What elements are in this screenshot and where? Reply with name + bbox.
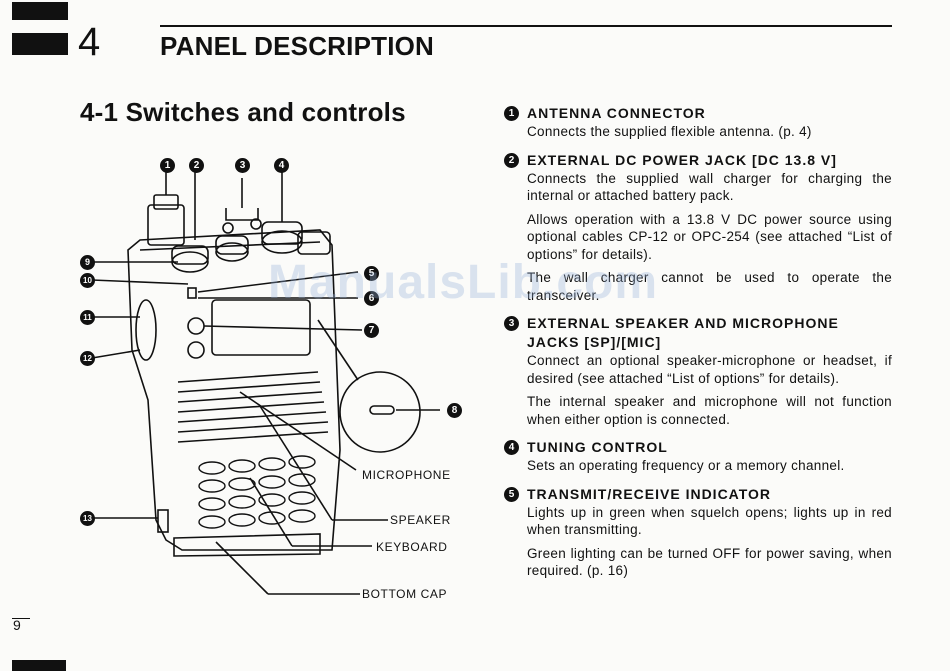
item-paragraph: The internal speaker and microphone will… bbox=[527, 394, 892, 427]
radio-illustration bbox=[91, 160, 440, 595]
keypad bbox=[198, 455, 316, 529]
display-window bbox=[211, 299, 311, 356]
callout-9: 9 bbox=[80, 255, 95, 270]
chapter-number: 4 bbox=[78, 20, 101, 64]
item-heading: TUNING CONTROL bbox=[527, 439, 668, 455]
callout-13: 13 bbox=[80, 511, 95, 526]
page-number: 9 bbox=[13, 617, 21, 633]
list-item: 4 TUNING CONTROL Sets an operating frequ… bbox=[504, 438, 892, 475]
item-heading: TRANSMIT/RECEIVE INDICATOR bbox=[527, 485, 772, 502]
bottom-cap bbox=[173, 533, 321, 557]
tuning-knob-icon bbox=[261, 230, 303, 254]
callout-6: 6 bbox=[364, 291, 379, 306]
side-button-icon bbox=[187, 317, 205, 335]
radio-body-outline bbox=[127, 229, 341, 551]
item-number-badge: 5 bbox=[504, 486, 519, 502]
ptt-switch-icon bbox=[135, 299, 157, 361]
item-paragraph: Green lighting can be turned OFF for pow… bbox=[527, 545, 892, 579]
label-microphone: MICROPHONE bbox=[362, 468, 451, 482]
controls-description-list: 1 ANTENNA CONNECTOR Connects the supplie… bbox=[504, 104, 892, 590]
item-number-badge: 4 bbox=[504, 440, 519, 455]
callout-11: 11 bbox=[80, 310, 95, 325]
item-number-badge: 2 bbox=[504, 152, 519, 168]
callout-12: 12 bbox=[80, 351, 95, 366]
knob-icon bbox=[215, 242, 249, 262]
page-number-rule bbox=[12, 618, 30, 619]
antenna-connector-icon bbox=[147, 204, 185, 246]
label-keyboard: KEYBOARD bbox=[376, 540, 448, 554]
page-corner-mark bbox=[12, 660, 66, 671]
section-title: 4-1 Switches and controls bbox=[80, 97, 406, 127]
item-paragraph: The wall charger cannot be used to opera… bbox=[527, 270, 892, 303]
label-bottom-cap: BOTTOM CAP bbox=[362, 587, 448, 601]
list-item: 5 TRANSMIT/RECEIVE INDICATOR Lights up i… bbox=[504, 485, 892, 580]
callout-3: 3 bbox=[235, 158, 250, 173]
callout-10: 10 bbox=[80, 273, 95, 288]
indicator-icon bbox=[187, 287, 197, 299]
callout-1: 1 bbox=[160, 158, 175, 173]
chapter-title: PANEL DESCRIPTION bbox=[160, 31, 435, 61]
item-number-badge: 3 bbox=[504, 316, 519, 331]
chapter-tab-mark bbox=[12, 2, 68, 20]
item-heading: ANTENNA CONNECTOR bbox=[527, 105, 706, 121]
callout-2: 2 bbox=[189, 158, 204, 173]
chapter-tab-mark bbox=[12, 33, 68, 55]
item-paragraph: Connect an optional speaker-microphone o… bbox=[527, 353, 892, 386]
item-paragraph: Connects the supplied wall charger for c… bbox=[527, 170, 892, 204]
item-heading: EXTERNAL DC POWER JACK [DC 13.8 V] bbox=[527, 151, 837, 168]
list-item: 1 ANTENNA CONNECTOR Connects the supplie… bbox=[504, 104, 892, 141]
side-button-icon bbox=[187, 341, 205, 359]
list-item: 2 EXTERNAL DC POWER JACK [DC 13.8 V] Con… bbox=[504, 151, 892, 305]
callout-8: 8 bbox=[447, 403, 462, 418]
jack-icon bbox=[222, 222, 234, 234]
item-paragraph: Lights up in green when squelch opens; l… bbox=[527, 504, 892, 538]
label-speaker: SPEAKER bbox=[390, 513, 451, 527]
callout-5: 5 bbox=[364, 266, 379, 281]
magnifier-circle bbox=[339, 371, 421, 453]
item-paragraph: Allows operation with a 13.8 V DC power … bbox=[527, 211, 892, 262]
header-rule bbox=[160, 25, 892, 27]
list-item: 3 EXTERNAL SPEAKER AND MICROPHONE JACKS … bbox=[504, 314, 892, 428]
callout-4: 4 bbox=[274, 158, 289, 173]
item-paragraph: Connects the supplied flexible antenna. … bbox=[527, 124, 812, 139]
jack-icon bbox=[250, 218, 262, 230]
item-number-badge: 1 bbox=[504, 106, 519, 121]
item-heading: EXTERNAL SPEAKER AND MICROPHONE JACKS [S… bbox=[527, 315, 839, 350]
callout-7: 7 bbox=[364, 323, 379, 338]
item-paragraph: Sets an operating frequency or a memory … bbox=[527, 458, 845, 473]
